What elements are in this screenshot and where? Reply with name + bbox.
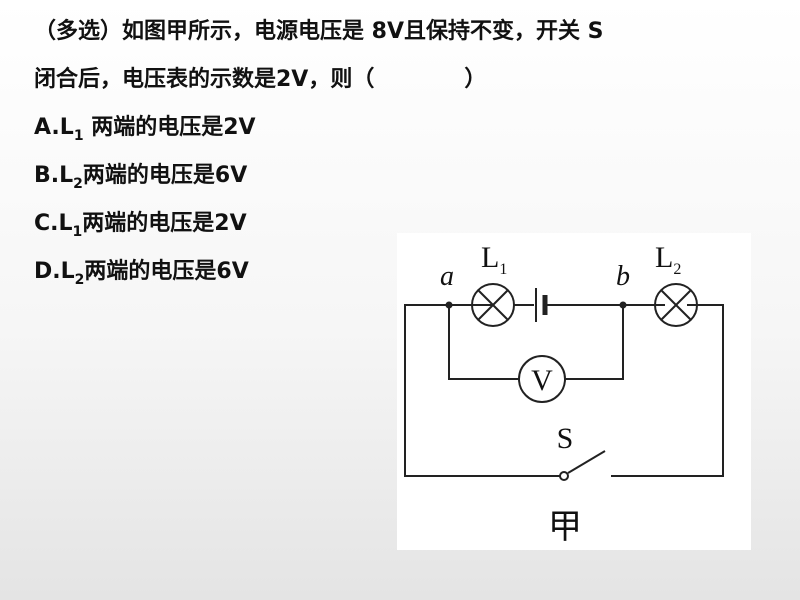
wire-voltmeter-branch <box>448 305 624 380</box>
label-b: b <box>616 261 630 292</box>
option-c: C.L1两端的电压是2V <box>34 204 774 252</box>
figure-caption: 甲 <box>548 507 582 547</box>
junction-a <box>445 301 453 309</box>
label-lamp-1: L1 <box>481 241 507 278</box>
option-a-sub: 1 <box>73 128 84 144</box>
lamp-2-symbol <box>654 283 698 327</box>
switch-blade <box>567 450 606 474</box>
label-lamp-2: L2 <box>655 241 681 278</box>
voltmeter-symbol <box>518 355 566 403</box>
label-voltmeter: V <box>531 364 553 397</box>
option-d: D.L2两端的电压是6V <box>34 252 774 300</box>
option-c-sub: 1 <box>72 224 83 240</box>
option-b-sub: 2 <box>73 176 83 192</box>
option-d-text: 两端的电压是6V <box>84 259 249 284</box>
slide-content: （多选）如图甲所示，电源电压是 8V且保持不变，开关 S 闭合后，电压表的示数是… <box>34 12 774 300</box>
option-c-text: 两端的电压是2V <box>82 211 247 236</box>
battery-symbol <box>535 288 548 322</box>
circuit-diagram: a b L1 L2 V S 甲 <box>397 233 751 550</box>
label-switch: S <box>557 422 574 455</box>
label-a: a <box>440 261 454 292</box>
question-line-1: （多选）如图甲所示，电源电压是 8V且保持不变，开关 S <box>34 19 604 44</box>
wire-top-right <box>611 304 724 477</box>
option-d-prefix: D.L <box>34 259 75 284</box>
option-b: B.L2两端的电压是6V <box>34 156 774 204</box>
lamp-1-symbol <box>471 283 515 327</box>
option-b-text: 两端的电压是6V <box>82 163 248 188</box>
question-line-2-start: 闭合后，电压表的示数是2V，则（ <box>34 67 375 92</box>
option-a-text: 两端的电压是2V <box>83 115 256 140</box>
option-b-prefix: B.L <box>34 163 74 188</box>
question-line-2: 闭合后，电压表的示数是2V，则（ ） <box>34 60 774 108</box>
option-a: A.L1 两端的电压是2V <box>34 108 774 156</box>
junction-b <box>619 301 627 309</box>
option-c-prefix: C.L <box>34 211 73 236</box>
question-line-2-end: ） <box>464 67 487 92</box>
option-d-sub: 2 <box>74 272 85 288</box>
option-a-prefix: A.L <box>34 115 74 140</box>
switch-pivot <box>559 471 569 481</box>
